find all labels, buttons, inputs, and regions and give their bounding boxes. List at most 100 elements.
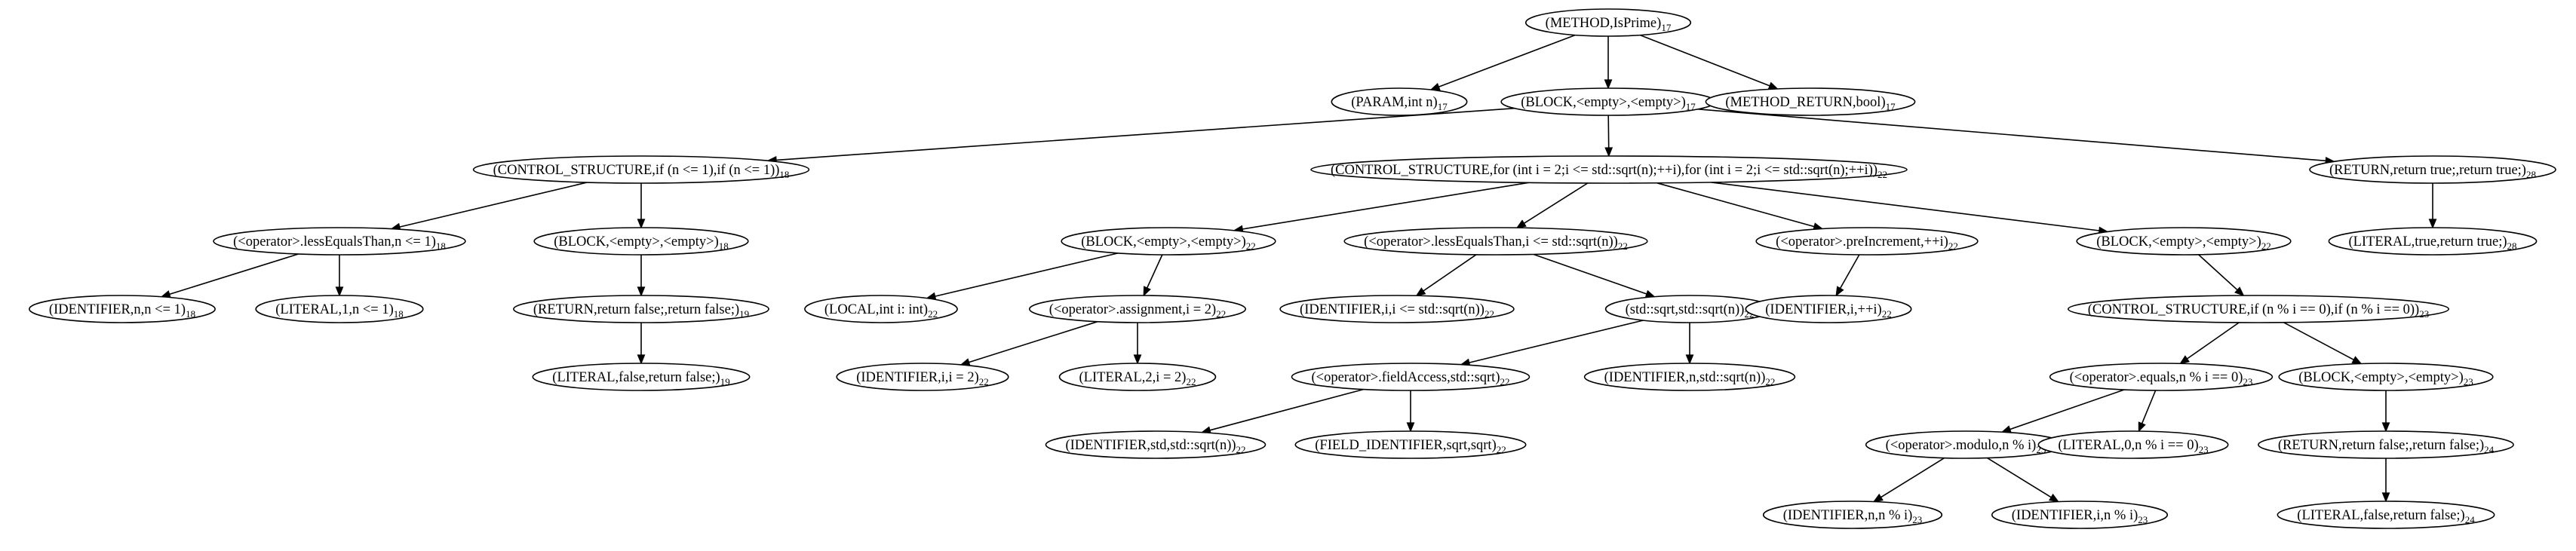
node-line-number: 22 [1186, 376, 1196, 387]
node-ellipse [1343, 227, 1648, 256]
node-label: (CONTROL_STRUCTURE,if (n <= 1),if (n <= … [493, 163, 790, 180]
node-label: (CONTROL_STRUCTURE,if (n % i == 0),if (n… [2088, 302, 2429, 320]
ast-node: (BLOCK,<empty>,<empty>)22 [2076, 227, 2292, 256]
ast-node: (<operator>.equals,n % i == 0)23 [2049, 363, 2274, 391]
edge-line [1987, 457, 2052, 498]
edge-line [1423, 254, 1477, 292]
node-label: (BLOCK,<empty>,<empty>)22 [1081, 234, 1256, 252]
ast-edge [1604, 115, 1613, 158]
node-label: (IDENTIFIER,i,i = 2)22 [856, 370, 989, 387]
node-label: (RETURN,return true;,return true;)28 [2329, 163, 2536, 180]
edge-arrowhead [1872, 493, 1884, 503]
edge-arrowhead [1767, 81, 1779, 90]
ast-edge [2138, 390, 2157, 433]
node-label-text: (BLOCK,<empty>,<empty>) [1081, 234, 1246, 249]
node-label-text: (IDENTIFIER,i,n % i) [2012, 508, 2138, 523]
node-label: (<operator>.fieldAccess,std::sqrt)22 [1312, 370, 1510, 387]
node-line-number: 23 [2419, 308, 2429, 320]
ast-edge [766, 107, 1515, 164]
node-label-text: (IDENTIFIER,n,std::sqrt(n)) [1604, 370, 1766, 385]
nodes-layer: (METHOD,IsPrime)17(PARAM,int n)17(BLOCK,… [29, 8, 2556, 529]
node-line-number: 17 [1661, 22, 1672, 33]
node-label: (<operator>.lessEqualsThan,n <= 1)18 [233, 234, 446, 252]
ast-edge [959, 320, 1098, 366]
edge-line [1881, 457, 1945, 498]
ast-edge [1835, 254, 1860, 297]
node-line-number: 18 [394, 308, 404, 320]
edge-arrowhead [2381, 422, 2390, 433]
ast-node: (CONTROL_STRUCTURE,if (n <= 1),if (n <= … [472, 155, 810, 184]
ast-node: (IDENTIFIER,i,i <= std::sqrt(n))22 [1279, 295, 1515, 323]
ast-node: (RETURN,return false;,return false;)19 [513, 295, 769, 323]
ast-edge [335, 255, 344, 297]
ast-node: (LITERAL,false,return false;)19 [532, 363, 751, 391]
edge-line [169, 253, 299, 295]
ast-node: (LITERAL,2,i = 2)22 [1058, 363, 1217, 391]
ast-node: (BLOCK,<empty>,<empty>)22 [1061, 227, 1276, 256]
ast-edge [1640, 34, 1779, 90]
node-label-text: (<operator>.preIncrement,++i) [1776, 234, 1948, 249]
node-ellipse [1991, 500, 2169, 529]
edge-line [1656, 182, 1815, 228]
node-ellipse [1294, 430, 1527, 459]
node-label-text: (IDENTIFIER,i,i = 2) [856, 370, 979, 385]
node-line-number: 23 [2138, 514, 2148, 525]
edge-arrowhead [2381, 492, 2390, 503]
node-label: (PARAM,int n)17 [1351, 95, 1448, 112]
ast-edge [1429, 34, 1576, 91]
node-label-text: (BLOCK,<empty>,<empty>) [2298, 370, 2464, 385]
edge-line [1146, 254, 1163, 289]
node-label-text: (LOCAL,int i: int) [824, 302, 928, 317]
node-ellipse [255, 295, 424, 323]
node-ellipse [2278, 363, 2494, 391]
ast-node: (LITERAL,false,return false;)24 [2277, 500, 2495, 529]
ast-edge [1415, 254, 1477, 297]
ast-edge [1987, 457, 2060, 503]
ast-edge [1697, 109, 2335, 165]
node-line-number: 18 [779, 169, 789, 180]
node-ellipse [1331, 87, 1468, 116]
ast-node: (METHOD_RETURN,bool)17 [1705, 87, 1916, 116]
node-label-text: (CONTROL_STRUCTURE,for (int i = 2;i <= s… [1331, 163, 1878, 178]
edge-arrowhead [335, 286, 344, 297]
edge-arrowhead [1835, 286, 1844, 297]
node-label: (LITERAL,0,n % i == 0)23 [2058, 438, 2208, 455]
ast-node: (PARAM,int n)17 [1331, 87, 1468, 116]
ast-node: (BLOCK,<empty>,<empty>)18 [533, 227, 749, 256]
edge-line [2198, 254, 2238, 291]
node-line-number: 19 [739, 308, 749, 320]
node-label-text: (LITERAL,true,return true;) [2348, 234, 2507, 249]
node-ellipse [533, 227, 749, 256]
node-ellipse [2037, 430, 2229, 459]
node-ellipse [513, 295, 769, 323]
node-label: (LITERAL,true,return true;)28 [2348, 234, 2516, 252]
node-label-text: (PARAM,int n) [1351, 95, 1437, 110]
ast-edge [1133, 323, 1142, 365]
ast-edge [1143, 254, 1163, 297]
edge-arrowhead [637, 286, 646, 297]
edge-line [1242, 182, 1529, 230]
ast-node: (std::sqrt,std::sqrt(n))22 [1604, 295, 1775, 323]
node-label: (RETURN,return false;,return false;)19 [533, 302, 749, 320]
node-label-text: (METHOD,IsPrime) [1546, 16, 1662, 31]
node-label-text: (IDENTIFIER,i,i <= std::sqrt(n)) [1300, 302, 1485, 317]
node-label-text: (RETURN,return false;,return false;) [2278, 438, 2484, 453]
edge-line [2141, 390, 2157, 424]
ast-edge [2179, 322, 2240, 365]
node-ellipse [1061, 227, 1276, 256]
ast-edge [1233, 182, 1529, 234]
ast-edge [2381, 390, 2390, 433]
edge-arrowhead [1604, 79, 1613, 90]
edges-layer [160, 34, 2437, 503]
ast-node: (LITERAL,0,n % i == 0)23 [2037, 430, 2229, 459]
ast-node: (<operator>.modulo,n % i)23 [1865, 430, 2067, 459]
ast-edge [1515, 182, 1589, 229]
ast-node: (<operator>.fieldAccess,std::sqrt)22 [1291, 363, 1531, 391]
ast-edge [637, 183, 646, 229]
node-ellipse [836, 363, 1009, 391]
node-ellipse [1291, 363, 1531, 391]
ast-edge [1685, 323, 1694, 365]
node-line-number: 23 [2199, 444, 2209, 455]
node-line-number: 17 [1438, 101, 1448, 112]
